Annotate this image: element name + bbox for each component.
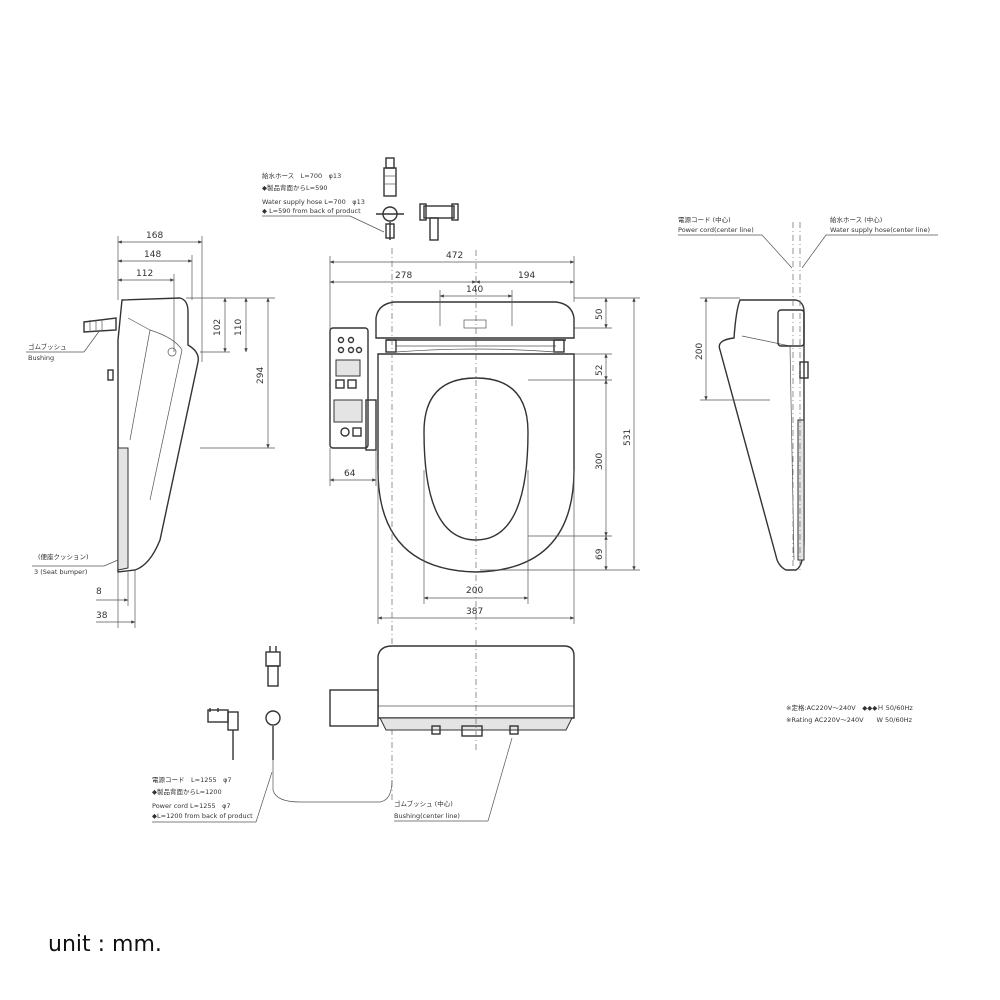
bushing-center-en: Bushing(center line) [394,812,460,820]
bushing-left-jp: ゴムブッシュ [28,342,67,351]
control-panel-buttons [333,336,363,437]
dim-112: 112 [136,269,153,279]
power-cord-en: Power cord L=1255 φ7 [152,802,231,810]
dim-52: 52 [595,365,605,376]
front-view: 電源コード L=1255 φ7 ◆製品背面からL=1200 Power cord… [152,640,913,823]
dim-38: 38 [96,611,108,621]
dim-200: 200 [466,586,483,596]
dim-294: 294 [256,367,266,384]
power-cord-en2: ◆L=1200 from back of product [152,812,253,820]
bushing-left-en: Bushing [28,354,54,362]
dim-200-side: 200 [695,343,705,360]
power-plug [207,646,393,803]
water-hose-fittings: 給水ホース L=700 φ13 ◆製品背面からL=590 Water suppl… [262,157,459,241]
right-side-view: 200 電源コード (中心) Power cord(center line) 給… [678,215,938,571]
water-hose-en2: ◆ L=590 from back of product [262,207,361,215]
dim-140: 140 [466,285,483,295]
unit-label: unit : mm. [48,932,162,957]
dim-8: 8 [96,587,102,597]
water-hose-center-jp: 給水ホース (中心) [830,215,882,224]
power-cord-center-en: Power cord(center line) [678,226,754,234]
seat-bumper-en: 3 (Seat bumper) [34,568,87,576]
dim-278: 278 [395,271,412,281]
dim-50: 50 [595,308,605,320]
water-hose-jp: 給水ホース L=700 φ13 [262,171,341,180]
dim-69: 69 [595,548,605,560]
top-view: 472 278 194 140 50 52 300 69 531 64 [329,248,640,800]
water-hose-en: Water supply hose L=700 φ13 [262,198,365,206]
dim-168: 168 [146,231,163,241]
dim-387: 387 [466,607,483,617]
rating-en: ※Rating AC220V～240V W 50/60Hz [786,716,913,724]
water-hose-center-en: Water supply hose(center line) [830,226,930,234]
dim-148: 148 [144,250,161,260]
dim-300: 300 [595,453,605,470]
power-cord-jp: 電源コード L=1255 φ7 [152,775,232,784]
left-side-view: 168 148 112 102 110 294 ゴムブッシュ Bushing (… [26,231,275,628]
power-cord-jp2: ◆製品背面からL=1200 [152,787,222,796]
bushing-center-jp: ゴムブッシュ (中心) [394,799,453,808]
water-hose-jp2: ◆製品背面からL=590 [262,183,327,192]
dim-472: 472 [446,251,463,261]
seat-bumper-jp: (便座クッション) [38,552,89,561]
dim-102: 102 [213,319,223,336]
dim-110: 110 [234,319,244,336]
rating-jp: ※定格:AC220V～240V ◆◆◆Ｈ 50/60Hz [786,703,913,712]
power-cord-center-jp: 電源コード (中心) [678,215,731,224]
dim-64: 64 [344,469,356,479]
dim-531: 531 [623,429,633,446]
dim-194: 194 [518,271,535,281]
